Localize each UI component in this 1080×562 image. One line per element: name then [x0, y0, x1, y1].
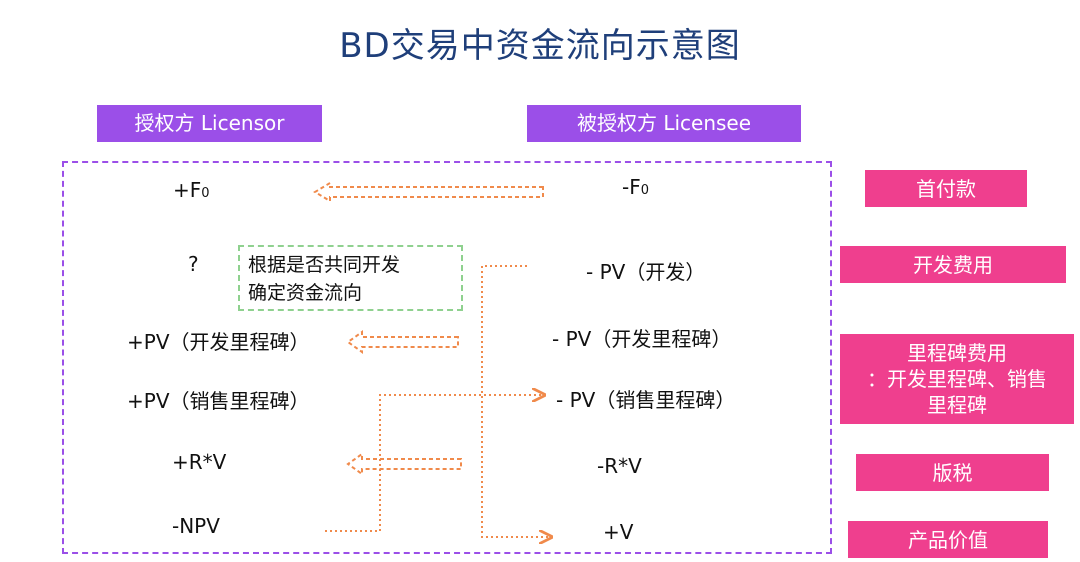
page-title: BD交易中资金流向示意图: [339, 26, 741, 66]
licensee-value: +V: [603, 520, 634, 544]
category-dev-cost: 开发费用: [840, 246, 1066, 283]
licensor-label: 授权方 Licensor: [97, 105, 322, 142]
licensor-dev-milestone: +PV（开发里程碑）: [127, 330, 310, 354]
category-royalty: 版税: [856, 454, 1049, 491]
licensee-upfront: -F0: [622, 175, 650, 199]
licensee-sales-milestone: - PV（销售里程碑）: [556, 388, 736, 412]
npv-to-sales-milestone-connector: [325, 395, 543, 532]
category-milestone: 里程碑费用 ：开发里程碑、销售 里程碑: [840, 334, 1074, 424]
licensee-label: 被授权方 Licensee: [527, 105, 801, 142]
category-milestone-line-3: 里程碑: [927, 393, 987, 417]
licensee-dev-milestone: - PV（开发里程碑）: [552, 327, 732, 351]
licensor-dev: ?: [188, 252, 199, 276]
licensee-dev: - PV（开发）: [586, 260, 706, 284]
category-upfront: 首付款: [865, 170, 1027, 207]
licensee-royalty: -R*V: [597, 454, 642, 478]
note-line-2: 确定资金流向: [248, 282, 363, 304]
upfront-arrow: [313, 181, 544, 203]
category-milestone-line-2: ：开发里程碑、销售: [867, 367, 1047, 391]
category-product-value: 产品价值: [848, 521, 1048, 558]
dev-to-value-connector: [481, 265, 550, 537]
note-line-1: 根据是否共同开发: [248, 254, 401, 276]
royalty-arrow: [346, 452, 462, 476]
licensor-upfront: +F0: [173, 178, 210, 202]
category-milestone-line-1: 里程碑费用: [907, 341, 1007, 365]
licensor-sales-milestone: +PV（销售里程碑）: [127, 389, 310, 413]
licensor-npv: -NPV: [172, 514, 220, 538]
flow-frame: [62, 161, 832, 554]
dev-milestone-arrow: [346, 330, 459, 354]
licensor-royalty: +R*V: [172, 450, 227, 474]
co-development-note: 根据是否共同开发 确定资金流向: [238, 245, 463, 311]
